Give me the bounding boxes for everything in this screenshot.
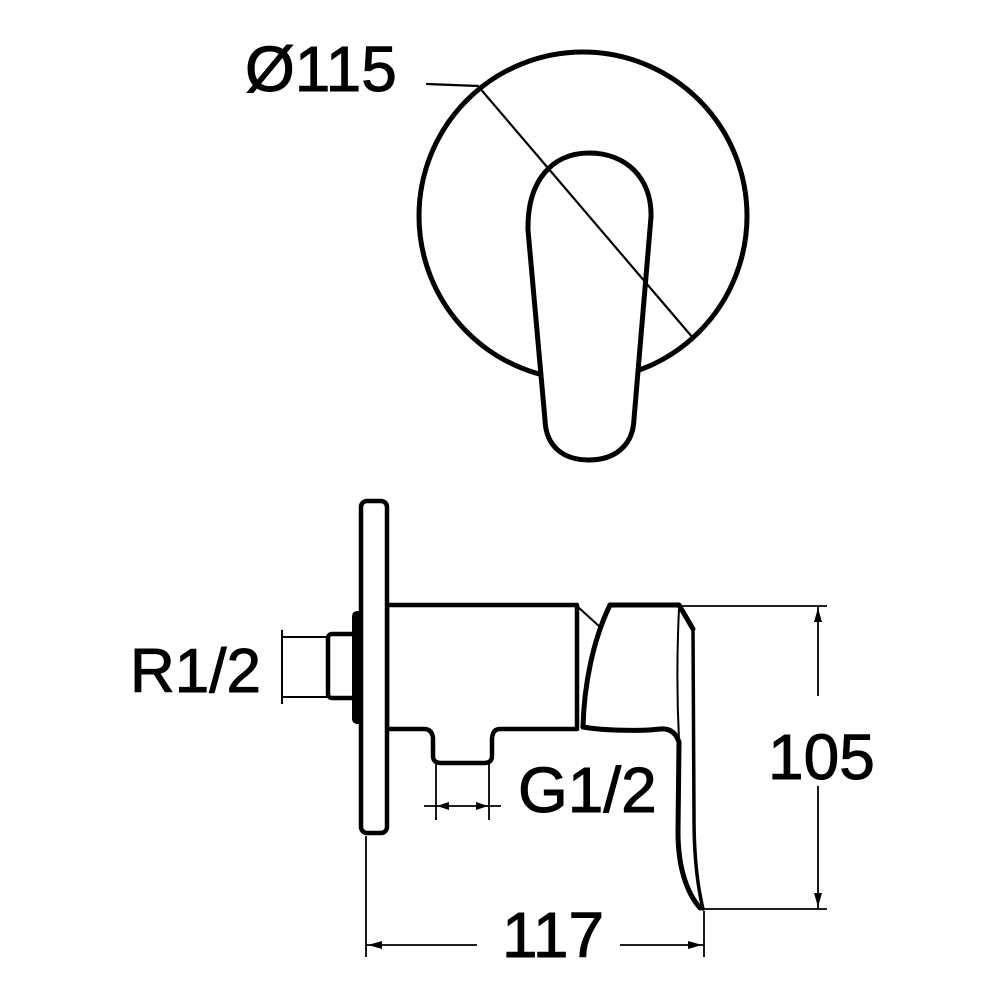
outlet-thread-label: G1/2 xyxy=(518,754,657,826)
side-view: G1/2 R1/2 105 117 xyxy=(130,498,875,972)
handle-front-outline xyxy=(525,150,654,463)
hub-neck-line xyxy=(577,606,601,628)
hub-chamfer-edge xyxy=(676,602,696,632)
outlet-dimension xyxy=(424,764,501,820)
width-dimension xyxy=(365,836,705,957)
diameter-leader-line xyxy=(425,82,695,340)
diameter-label: Ø115 xyxy=(245,33,397,105)
height-arrow-bottom xyxy=(814,893,822,907)
width-arrow-left xyxy=(368,941,382,949)
valve-body xyxy=(384,602,580,766)
outlet-arrow-left xyxy=(437,802,449,810)
width-arrow-right xyxy=(688,941,702,949)
wall-plate xyxy=(358,498,390,836)
hub-left-curve xyxy=(580,602,613,730)
height-dimension-label: 105 xyxy=(768,721,875,793)
front-view: Ø115 xyxy=(245,33,750,463)
lever-inner-edge xyxy=(675,739,703,911)
inlet-thread-label: R1/2 xyxy=(130,637,261,706)
hub-bottom-edge xyxy=(580,724,682,745)
height-dimension xyxy=(681,605,827,910)
inlet-thread xyxy=(281,636,331,698)
height-arrow-top xyxy=(814,608,822,622)
lever-outer-edge xyxy=(691,627,705,911)
cartridge-hub xyxy=(577,602,696,745)
lever-handle-side xyxy=(675,627,705,911)
hub-face-line xyxy=(676,608,680,741)
outlet-arrow-right xyxy=(476,802,488,810)
width-dimension-label: 117 xyxy=(502,899,604,971)
